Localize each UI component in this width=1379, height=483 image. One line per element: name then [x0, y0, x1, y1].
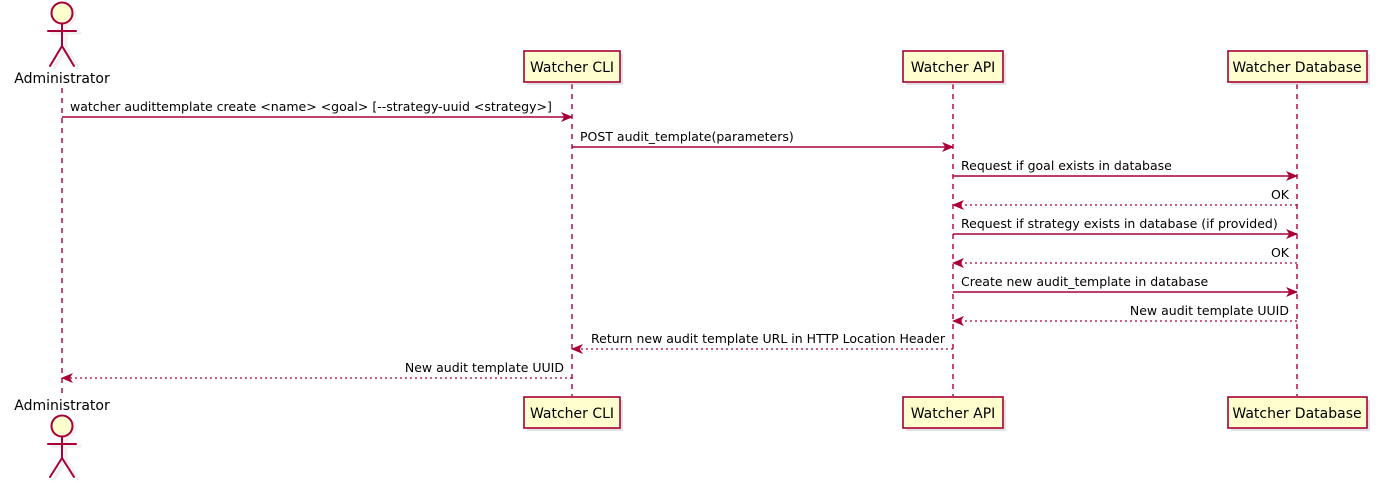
messages-layer: watcher audittemplate create <name> <goa… — [61, 99, 1298, 383]
message-4[interactable]: OK — [952, 187, 1297, 210]
actor-head-icon-bottom — [50, 414, 74, 438]
actor-head-icon — [50, 1, 74, 25]
actor-administrator-bottom[interactable]: Administrator — [14, 398, 110, 481]
message-9[interactable]: Return new audit template URL in HTTP Lo… — [571, 331, 953, 354]
message-label: New audit template UUID — [405, 360, 564, 375]
participant-rect — [1227, 396, 1368, 429]
participant-rect — [1227, 50, 1368, 83]
actor-administrator-top[interactable]: Administrator — [14, 1, 110, 88]
actor-label-administrator-top: Administrator — [14, 71, 110, 87]
message-8[interactable]: New audit template UUID — [952, 303, 1297, 326]
participant-box-watcher-database-bottom[interactable]: Watcher Database — [1227, 396, 1370, 431]
participant-rect — [902, 50, 1004, 83]
participant-box-watcher-api-top[interactable]: Watcher API — [902, 50, 1006, 85]
participant-rect — [523, 396, 621, 429]
participant-rect — [523, 50, 621, 83]
message-label: POST audit_template(parameters) — [580, 129, 794, 144]
participant-rect — [902, 396, 1004, 429]
message-1[interactable]: watcher audittemplate create <name> <goa… — [62, 99, 573, 122]
participant-box-watcher-cli-bottom[interactable]: Watcher CLI — [523, 396, 623, 431]
actor-body-icon-bottom — [47, 436, 77, 478]
message-label: Create new audit_template in database — [961, 274, 1208, 289]
message-label: OK — [1271, 187, 1290, 202]
participant-label-watcher-cli-bottom: Watcher CLI — [530, 406, 614, 422]
participant-box-watcher-database-top[interactable]: Watcher Database — [1227, 50, 1370, 85]
message-6[interactable]: OK — [952, 245, 1297, 268]
message-5[interactable]: Request if strategy exists in database (… — [953, 216, 1298, 239]
actor-body-icon — [47, 23, 77, 67]
message-label: Request if goal exists in database — [961, 158, 1172, 173]
participant-box-watcher-cli-top[interactable]: Watcher CLI — [523, 50, 623, 85]
actor-label-administrator-bottom: Administrator — [14, 398, 110, 414]
message-10[interactable]: New audit template UUID — [61, 360, 572, 383]
message-label: New audit template UUID — [1130, 303, 1289, 318]
message-label: Request if strategy exists in database (… — [961, 216, 1278, 231]
participant-label-watcher-database-bottom: Watcher Database — [1232, 406, 1361, 422]
message-2[interactable]: POST audit_template(parameters) — [572, 129, 954, 152]
participant-label-watcher-api-top: Watcher API — [911, 60, 996, 76]
message-label: watcher audittemplate create <name> <goa… — [70, 99, 552, 114]
message-label: OK — [1271, 245, 1290, 260]
message-label: Return new audit template URL in HTTP Lo… — [591, 331, 946, 346]
message-3[interactable]: Request if goal exists in database — [953, 158, 1298, 181]
participant-label-watcher-api-bottom: Watcher API — [911, 406, 996, 422]
participant-label-watcher-cli-top: Watcher CLI — [530, 60, 614, 76]
message-7[interactable]: Create new audit_template in database — [953, 274, 1298, 297]
participant-label-watcher-database-top: Watcher Database — [1232, 60, 1361, 76]
participant-box-watcher-api-bottom[interactable]: Watcher API — [902, 396, 1006, 431]
